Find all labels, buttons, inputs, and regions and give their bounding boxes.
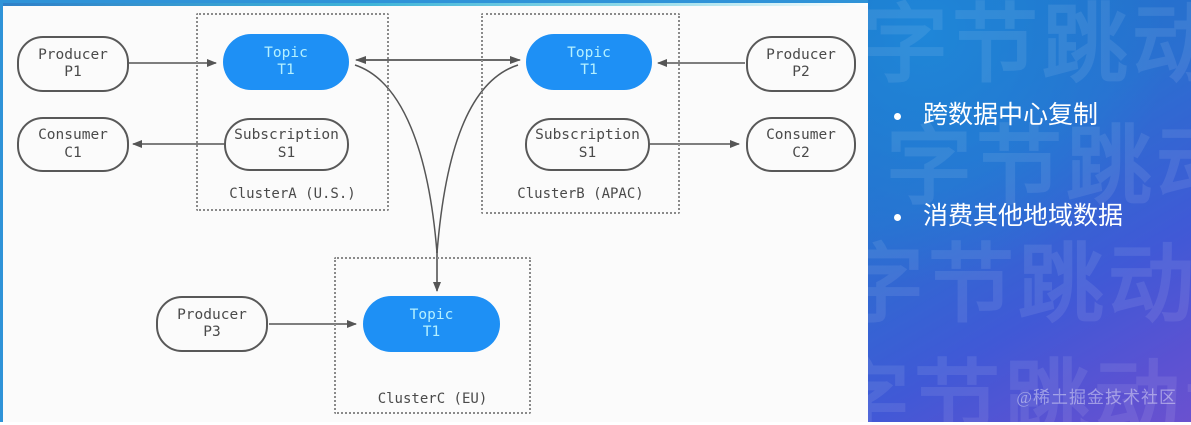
node-consumer-c2-line2: C2 <box>792 144 810 161</box>
cluster-label-clusterC: ClusterC (EU) <box>377 391 488 407</box>
node-consumer-c2[interactable]: Consumer C2 <box>746 117 856 172</box>
bullet-item-1-label: 跨数据中心复制 <box>923 101 1099 129</box>
edge-topicB-to-topicC-curve <box>436 64 519 254</box>
cluster-clusterB <box>481 13 680 214</box>
bullet-item-2: 消费其他地域数据 <box>894 201 1184 232</box>
node-producer-p3-line1: Producer <box>177 306 247 323</box>
node-consumer-c1-line2: C1 <box>64 144 82 161</box>
node-producer-p2[interactable]: Producer P2 <box>746 36 856 92</box>
node-topic-t1-clusterC[interactable]: Topic T1 <box>363 296 500 352</box>
node-subscription-s1-clusterA-line2: S1 <box>277 144 296 161</box>
bullet-dot-icon <box>894 113 901 120</box>
node-topic-t1-clusterB-line1: Topic <box>567 44 611 61</box>
node-consumer-c1[interactable]: Consumer C1 <box>17 117 129 172</box>
node-subscription-s1-clusterA[interactable]: Subscription S1 <box>224 118 349 171</box>
bullet-list: 跨数据中心复制 消费其他地域数据 <box>894 100 1184 303</box>
node-producer-p1-line2: P1 <box>64 64 82 80</box>
node-topic-t1-clusterA[interactable]: Topic T1 <box>223 34 349 90</box>
node-subscription-s1-clusterB-line1: Subscription <box>535 127 640 144</box>
watermark-text-4: 字节跳动青训营 <box>868 353 1191 422</box>
node-consumer-c2-line1: Consumer <box>766 127 836 144</box>
bullet-item-1: 跨数据中心复制 <box>894 100 1184 131</box>
diagram-canvas: ClusterA (U.S.) ClusterB (APAC) ClusterC… <box>0 0 871 422</box>
node-producer-p2-line1: Producer <box>766 46 836 63</box>
watermark-text-1: 字节跳动 <box>868 0 1191 93</box>
slide-side-panel: 字节跳动 字节跳动青训营 字节跳动青训营 字节跳动青训营 跨数据中心复制 消费其… <box>868 0 1191 422</box>
node-topic-t1-clusterC-line1: Topic <box>409 306 454 323</box>
node-producer-p3-line2: P3 <box>203 324 221 340</box>
node-topic-t1-clusterC-line2: T1 <box>422 324 441 340</box>
connector-layer <box>129 56 745 328</box>
cluster-label-clusterB: ClusterB (APAC) <box>517 186 644 202</box>
bullet-dot-icon <box>894 214 901 222</box>
node-topic-t1-clusterA-line1: Topic <box>264 44 308 61</box>
node-topic-t1-clusterB-line2: T1 <box>580 62 598 78</box>
cluster-label-clusterA: ClusterA (U.S.) <box>229 186 356 202</box>
node-subscription-s1-clusterA-line1: Subscription <box>234 127 339 144</box>
node-producer-p3[interactable]: Producer P3 <box>156 296 268 352</box>
bullet-item-2-label: 消费其他地域数据 <box>923 202 1124 231</box>
accent-top-border <box>3 3 871 6</box>
node-producer-p1[interactable]: Producer P1 <box>17 36 129 92</box>
cluster-clusterA <box>196 13 389 211</box>
edge-topicA-to-topicC-curve <box>354 64 438 254</box>
watermark-credit: @稀土掘金技术社区 <box>1016 388 1177 407</box>
node-producer-p1-line1: Producer <box>38 46 108 63</box>
node-consumer-c1-line1: Consumer <box>38 127 108 144</box>
node-producer-p2-line2: P2 <box>792 64 810 80</box>
cluster-clusterC <box>334 257 531 414</box>
node-subscription-s1-clusterB-line2: S1 <box>578 144 597 161</box>
node-topic-t1-clusterA-line2: T1 <box>277 62 295 78</box>
node-topic-t1-clusterB[interactable]: Topic T1 <box>526 34 652 90</box>
node-subscription-s1-clusterB[interactable]: Subscription S1 <box>525 118 650 171</box>
